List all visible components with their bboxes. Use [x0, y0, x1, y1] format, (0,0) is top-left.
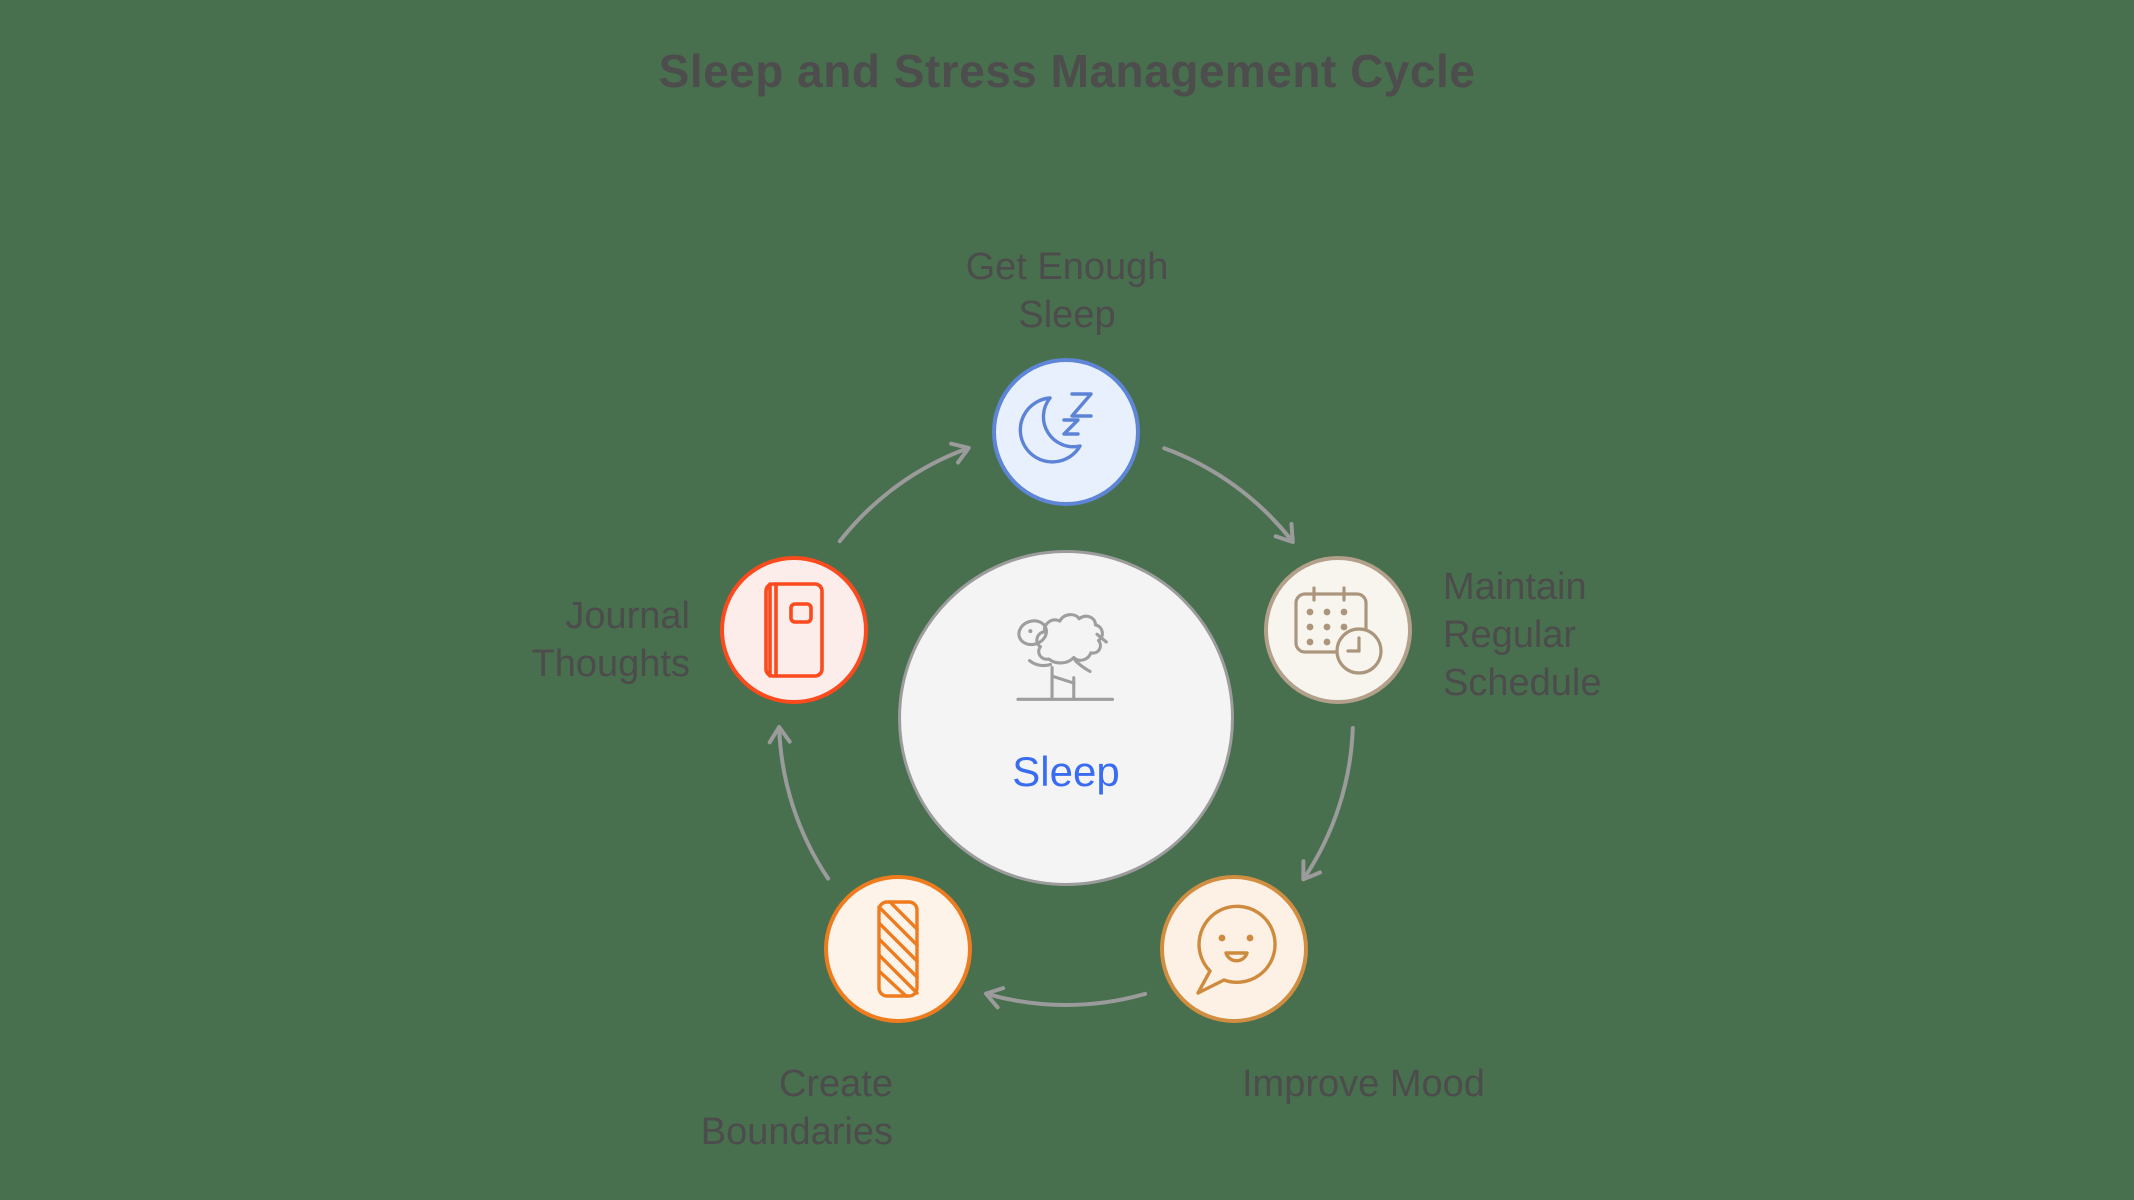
node-label-create-boundaries: Create Boundaries	[700, 1063, 893, 1153]
node-maintain-regular-schedule	[1264, 556, 1412, 704]
arrow-boundaries-to-journal	[767, 725, 831, 881]
journal-icon	[764, 582, 824, 678]
arrow-schedule-to-mood	[1301, 726, 1355, 882]
smiley-speech-bubble-icon	[1196, 904, 1277, 995]
node-get-enough-sleep	[992, 358, 1140, 506]
arrow-sleep-to-schedule	[1162, 446, 1295, 544]
node-label-get-enough-sleep: Get Enough Sleep	[965, 246, 1169, 336]
arrow-mood-to-boundaries	[983, 986, 1148, 1010]
center-circle: Sleep	[898, 550, 1234, 886]
node-create-boundaries	[824, 875, 972, 1023]
node-label-improve-mood: Improve Mood	[1242, 1063, 1485, 1105]
node-improve-mood	[1160, 875, 1308, 1023]
sheep-jumping-fence-icon	[1016, 613, 1115, 701]
page-title: Sleep and Stress Management Cycle	[658, 45, 1476, 97]
calendar-clock-icon	[1294, 586, 1383, 675]
node-journal-thoughts	[720, 556, 868, 704]
striped-barrier-icon	[877, 900, 919, 998]
node-label-journal-thoughts: Journal Thoughts	[531, 595, 690, 685]
node-label-maintain-regular-schedule: Maintain Regular Schedule	[1443, 566, 1602, 704]
arrow-journal-to-sleep	[837, 441, 971, 544]
center-label: Sleep	[1012, 748, 1120, 795]
moon-zzz-icon	[1018, 392, 1093, 464]
